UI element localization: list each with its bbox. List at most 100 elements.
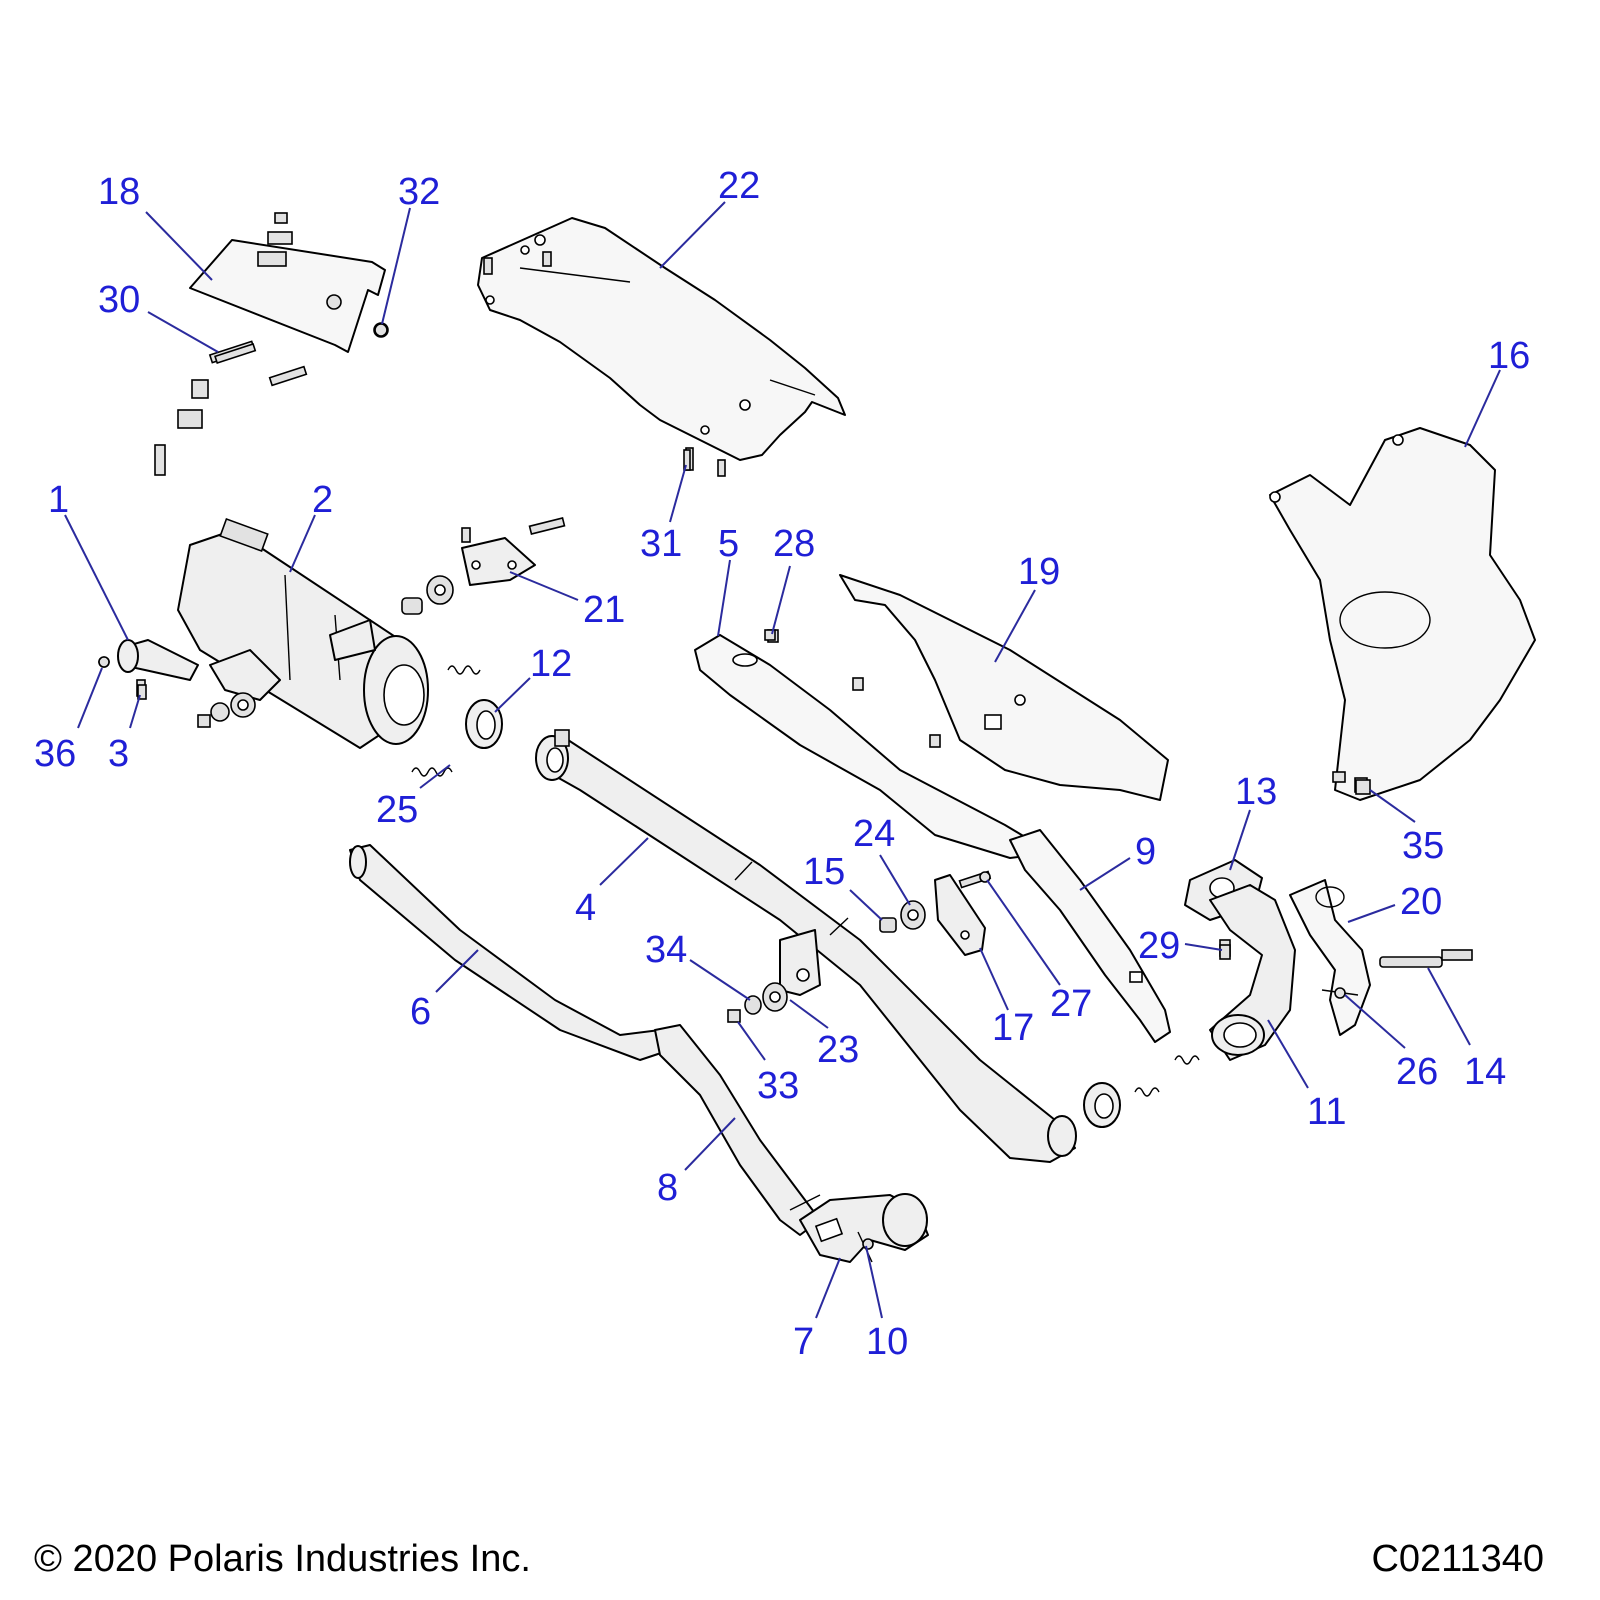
part-28-bolt xyxy=(764,629,776,641)
leader-17 xyxy=(979,947,1009,1011)
leader-32 xyxy=(381,207,411,325)
callout-29: 29 xyxy=(1138,925,1180,967)
part-26-clamp xyxy=(1321,987,1359,999)
drawing-number: C0211340 xyxy=(1371,1538,1544,1580)
part-10-clamp xyxy=(857,1231,874,1263)
copyright-notice: © 2020 Polaris Industries Inc. xyxy=(34,1538,531,1580)
leader-35 xyxy=(1369,789,1416,823)
leader-20 xyxy=(1347,904,1396,923)
part-7-elbow xyxy=(799,1193,929,1263)
callout-23: 23 xyxy=(817,1029,859,1071)
callout-18: 18 xyxy=(98,171,140,213)
part-21-bracket xyxy=(401,517,566,615)
part-14-o2-sensor xyxy=(1379,949,1473,968)
leader-33 xyxy=(737,1021,766,1061)
leader-2 xyxy=(289,514,316,573)
part-16-heat-shield xyxy=(1269,427,1536,801)
leader-30 xyxy=(147,311,219,353)
leader-8 xyxy=(684,1117,736,1171)
leader-21 xyxy=(509,571,579,601)
callout-5: 5 xyxy=(718,523,739,565)
callout-11: 11 xyxy=(1307,1091,1346,1133)
leader-9 xyxy=(1079,857,1131,891)
leader-22 xyxy=(659,201,726,269)
leader-5 xyxy=(717,559,731,637)
callout-30: 30 xyxy=(98,279,140,321)
callout-21: 21 xyxy=(583,589,625,631)
callout-31: 31 xyxy=(640,523,682,565)
part-23-grommet xyxy=(762,982,788,1012)
leader-24 xyxy=(879,854,911,906)
part-joint-gasket xyxy=(1083,1055,1200,1128)
leader-6 xyxy=(435,949,479,993)
callout-14: 14 xyxy=(1464,1051,1506,1093)
callout-34: 34 xyxy=(645,929,687,971)
callout-17: 17 xyxy=(992,1007,1034,1049)
leader-4 xyxy=(599,837,649,886)
leader-28 xyxy=(771,565,791,635)
leader-15 xyxy=(849,889,883,921)
callout-22: 22 xyxy=(718,165,760,207)
leader-26 xyxy=(1344,994,1406,1049)
callout-20: 20 xyxy=(1400,881,1442,923)
callout-4: 4 xyxy=(575,887,596,929)
part-30-bolt xyxy=(214,342,257,364)
callout-27: 27 xyxy=(1050,983,1092,1025)
callout-33: 33 xyxy=(757,1065,799,1107)
leader-1 xyxy=(64,514,129,641)
callout-24: 24 xyxy=(853,813,895,855)
part-31-bolt xyxy=(683,449,691,471)
callout-28: 28 xyxy=(773,523,815,565)
part-33-nut xyxy=(727,1009,741,1023)
leader-23 xyxy=(789,999,829,1029)
leader-27 xyxy=(986,879,1061,986)
part-9-heat-shield xyxy=(1009,829,1171,1043)
callout-7: 7 xyxy=(793,1321,814,1363)
callout-32: 32 xyxy=(398,171,440,213)
part-6-pipe xyxy=(349,844,671,1061)
part-15-spacer xyxy=(879,917,897,933)
leader-13 xyxy=(1229,809,1251,871)
part-1-tail-tip xyxy=(98,639,199,697)
part-24-grommet xyxy=(900,900,926,930)
part-8-pipe xyxy=(654,1024,821,1236)
part-32-nut xyxy=(374,323,388,337)
leader-3 xyxy=(129,694,141,729)
callout-15: 15 xyxy=(803,851,845,893)
leader-36 xyxy=(77,667,103,729)
leader-19 xyxy=(994,589,1036,663)
part-11-flange-elbow xyxy=(1209,884,1296,1061)
part-20-shield-elbow xyxy=(1289,879,1371,1036)
leader-18 xyxy=(145,211,213,281)
leader-7 xyxy=(815,1257,841,1319)
callout-10: 10 xyxy=(866,1321,908,1363)
callout-26: 26 xyxy=(1396,1051,1438,1093)
callout-2: 2 xyxy=(312,479,333,521)
leader-16 xyxy=(1464,369,1501,448)
callout-1: 1 xyxy=(48,479,69,521)
callout-36: 36 xyxy=(34,733,76,775)
part-35-clip xyxy=(1355,779,1371,795)
callout-25: 25 xyxy=(376,789,418,831)
callout-6: 6 xyxy=(410,991,431,1033)
callout-13: 13 xyxy=(1235,771,1277,813)
part-18-heat-shield xyxy=(154,212,389,476)
part-12-gasket xyxy=(465,699,503,749)
callout-8: 8 xyxy=(657,1167,678,1209)
leader-34 xyxy=(689,959,751,1001)
leader-25 xyxy=(419,764,451,789)
callout-35: 35 xyxy=(1402,825,1444,867)
callout-9: 9 xyxy=(1135,831,1156,873)
callout-16: 16 xyxy=(1488,335,1530,377)
leader-14 xyxy=(1427,967,1471,1046)
part-25-springs xyxy=(411,665,481,777)
callout-3: 3 xyxy=(108,733,129,775)
leader-31 xyxy=(669,464,687,523)
callout-labels: 1 2 3 4 5 6 7 8 9 10 11 12 13 14 15 16 1… xyxy=(34,165,1530,1363)
leader-10 xyxy=(865,1245,883,1319)
leader-11 xyxy=(1267,1019,1309,1089)
leader-lines xyxy=(64,201,1501,1319)
callout-19: 19 xyxy=(1018,551,1060,593)
part-3-bolt xyxy=(137,684,147,700)
